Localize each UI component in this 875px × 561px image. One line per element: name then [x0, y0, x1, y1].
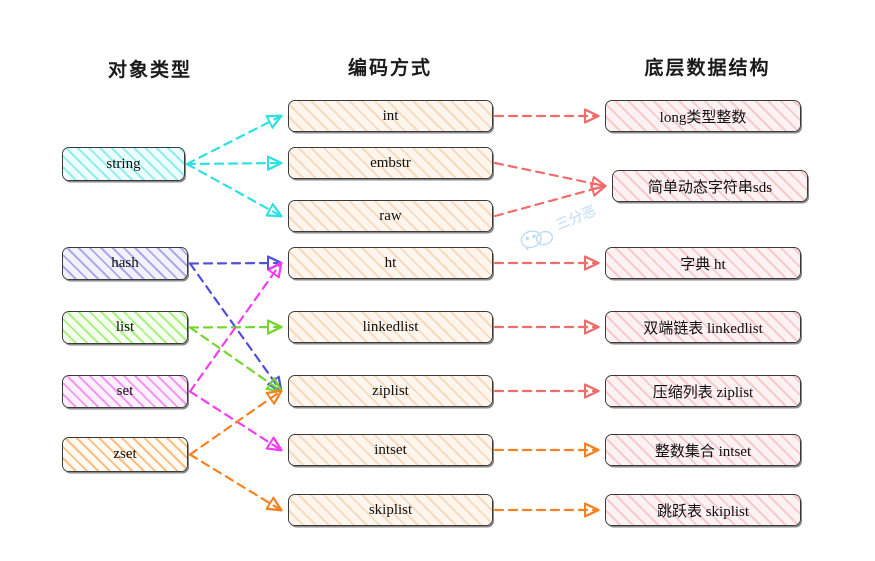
column-title-encoding: 编码方式	[347, 58, 432, 79]
edge-zset-to-skiplist	[188, 453, 281, 511]
encoding-node-label: ht	[384, 254, 397, 271]
column-title-data-struct: 底层数据结构	[644, 58, 771, 79]
data-structure-node-label: 跳跃表 skiplist	[656, 503, 750, 520]
encoding-node-ht[interactable]: ht	[288, 247, 493, 279]
data-structure-node-label: 字典 ht	[680, 256, 726, 273]
object-type-node-hash[interactable]: hash	[62, 247, 188, 280]
object-type-node-label: string	[106, 155, 141, 172]
watermark-text: 三分恶	[554, 203, 599, 234]
encoding-node-label: int	[382, 107, 399, 124]
data-structure-node-linkedlist[interactable]: 双端链表 linkedlist	[605, 311, 801, 343]
encoding-node-raw[interactable]: raw	[288, 200, 493, 232]
encoding-node-linkedlist[interactable]: linkedlist	[288, 311, 493, 343]
data-structure-node-label: 简单动态字符串sds	[647, 179, 773, 196]
edge-embstr-to-sds	[493, 161, 605, 186]
encoding-node-intset[interactable]: intset	[288, 434, 493, 466]
encoding-node-label: linkedlist	[362, 318, 419, 335]
encoding-node-label: ziplist	[372, 382, 409, 399]
edge-hash-to-ziplist	[188, 262, 281, 392]
edge-zset-to-ziplist	[188, 391, 281, 456]
data-structure-node-ziplist[interactable]: 压缩列表 ziplist	[605, 375, 801, 407]
encoding-node-int[interactable]: int	[288, 100, 493, 132]
encoding-node-embstr[interactable]: embstr	[288, 147, 493, 179]
object-type-node-set[interactable]: set	[62, 375, 188, 408]
encoding-node-label: raw	[379, 207, 402, 224]
object-type-node-label: zset	[113, 446, 137, 462]
edge-list-to-ziplist	[188, 326, 281, 392]
watermark: 三分恶	[520, 203, 599, 250]
data-structure-node-label: 压缩列表 ziplist	[652, 384, 754, 401]
object-type-node-list[interactable]: list	[62, 311, 188, 344]
object-type-node-string[interactable]: string	[62, 147, 185, 181]
object-type-node-zset[interactable]: zset	[62, 437, 188, 472]
edge-set-to-intset	[188, 390, 281, 451]
column-title-object-type: 对象类型	[107, 60, 192, 81]
encoding-node-ziplist[interactable]: ziplist	[288, 375, 493, 407]
data-structure-node-label: long类型整数	[659, 109, 747, 126]
data-structure-node-long[interactable]: long类型整数	[605, 100, 801, 132]
edge-list-to-linkedlist	[188, 327, 281, 328]
data-structure-node-label: 双端链表 linkedlist	[643, 320, 763, 337]
object-type-node-label: list	[115, 319, 135, 335]
data-structure-node-dict-ht[interactable]: 字典 ht	[605, 247, 801, 279]
encoding-node-label: intset	[374, 441, 407, 458]
encoding-node-label: skiplist	[368, 501, 413, 518]
edge-string-to-int	[185, 116, 281, 166]
edge-string-to-embstr	[185, 163, 281, 164]
data-structure-node-label: 整数集合 intset	[654, 443, 752, 460]
edge-set-to-ht	[188, 263, 281, 393]
edge-string-to-raw	[185, 162, 281, 216]
edge-hash-to-ht	[188, 263, 281, 264]
encoding-node-skiplist[interactable]: skiplist	[288, 494, 493, 526]
object-type-node-label: set	[116, 383, 134, 399]
data-structure-node-skiplist[interactable]: 跳跃表 skiplist	[605, 494, 801, 526]
data-structure-node-sds[interactable]: 简单动态字符串sds	[612, 170, 808, 202]
object-type-node-label: hash	[111, 255, 139, 271]
encoding-node-label: embstr	[370, 154, 411, 171]
data-structure-node-intset[interactable]: 整数集合 intset	[605, 434, 801, 466]
